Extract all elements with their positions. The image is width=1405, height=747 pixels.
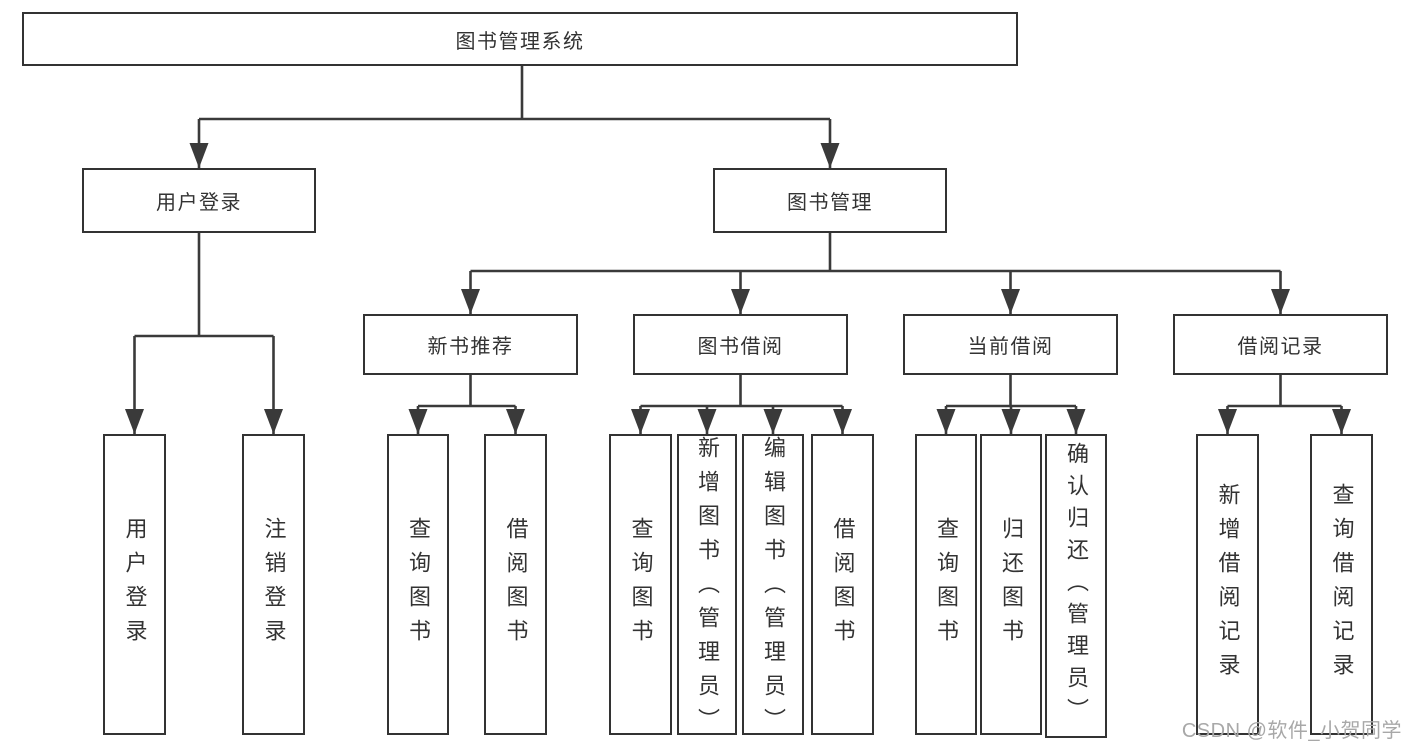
leaf-query-books-borrowing-label: 查询图书 (628, 516, 654, 653)
node-book-borrowing: 图书借阅 (633, 314, 848, 375)
node-new-book-recommendation: 新书推荐 (363, 314, 578, 375)
leaf-return-books-label: 归还图书 (999, 516, 1024, 653)
leaf-query-books-current-label: 查询图书 (934, 516, 959, 653)
leaf-confirm-return-admin: 确认归还（管理员） (1045, 434, 1107, 738)
node-book-management: 图书管理 (713, 168, 947, 233)
leaf-logout: 注销登录 (242, 434, 305, 735)
node-user-login-label: 用户登录 (156, 192, 242, 214)
node-current-borrowing: 当前借阅 (903, 314, 1118, 375)
node-new-book-recommendation-label: 新书推荐 (427, 336, 514, 358)
leaf-query-borrow-record-label: 查询借阅记录 (1329, 482, 1355, 687)
leaf-query-books-recommendation: 查询图书 (387, 434, 449, 735)
node-user-login: 用户登录 (82, 168, 316, 233)
node-book-borrowing-label: 图书借阅 (697, 336, 784, 358)
leaf-logout-label: 注销登录 (261, 516, 287, 653)
leaf-borrow-books-recommendation-label: 借阅图书 (503, 516, 529, 653)
leaf-add-borrow-record-label: 新增借阅记录 (1215, 482, 1241, 687)
leaf-query-books-borrowing: 查询图书 (609, 434, 672, 735)
leaf-add-borrow-record: 新增借阅记录 (1196, 434, 1259, 735)
node-current-borrowing-label: 当前借阅 (967, 336, 1054, 358)
leaf-return-books: 归还图书 (980, 434, 1042, 735)
leaf-query-books-recommendation-label: 查询图书 (406, 516, 431, 653)
node-book-management-label: 图书管理 (787, 192, 873, 214)
node-library-management-system: 图书管理系统 (22, 12, 1018, 66)
leaf-edit-book-admin-label: 编辑图书（管理员） (761, 436, 786, 742)
watermark: CSDN @软件_小贺同学 (1181, 720, 1402, 742)
leaf-user-login: 用户登录 (103, 434, 166, 735)
leaf-confirm-return-admin-label: 确认归还（管理员） (1064, 442, 1089, 730)
node-borrowing-records: 借阅记录 (1173, 314, 1388, 375)
leaf-query-books-current: 查询图书 (915, 434, 977, 735)
node-borrowing-records-label: 借阅记录 (1237, 336, 1324, 358)
leaf-borrow-books-recommendation: 借阅图书 (484, 434, 547, 735)
leaf-borrow-books-label: 借阅图书 (830, 516, 856, 653)
leaf-user-login-label: 用户登录 (122, 516, 148, 653)
leaf-borrow-books: 借阅图书 (811, 434, 874, 735)
node-library-management-system-label: 图书管理系统 (455, 30, 585, 53)
leaf-query-borrow-record: 查询借阅记录 (1310, 434, 1373, 735)
leaf-edit-book-admin: 编辑图书（管理员） (742, 434, 804, 742)
leaf-add-book-admin-label: 新增图书（管理员） (695, 436, 720, 742)
leaf-add-book-admin: 新增图书（管理员） (677, 434, 737, 742)
